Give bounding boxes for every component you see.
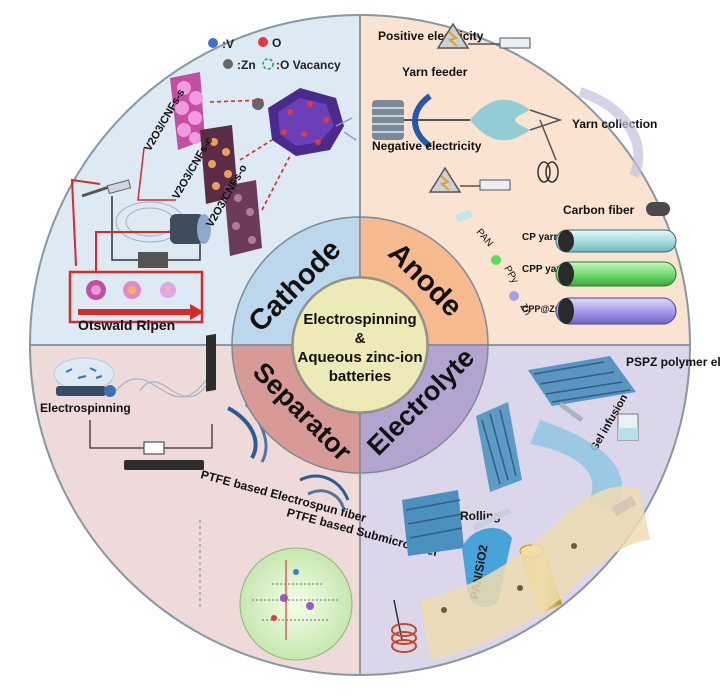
separator-film-icon [124, 460, 204, 470]
mechanism-circle [239, 547, 353, 661]
yarn-collection-label: Yarn collection [572, 117, 657, 131]
spinning-jet-icon [115, 378, 207, 398]
crystal-structure-icon [252, 88, 357, 156]
cp-yarn-icon [555, 229, 677, 253]
negative-electricity-label: Negative electricity [372, 139, 482, 153]
fiber-roll-icon [402, 490, 464, 556]
fiber-dish-icon [53, 357, 115, 391]
rolling-arrow [472, 507, 512, 531]
collector-plate-icon [206, 333, 216, 392]
electrospinning-setup-icon [81, 179, 211, 268]
fiber-membrane-icon [528, 356, 636, 406]
ostwald-ripen-label: Otswald Ripen [78, 317, 175, 333]
anode-illustration: Positive electricity Yarn feeder Yarn co… [372, 22, 677, 325]
category-ring [231, 216, 489, 474]
carbon-fiber-label: Carbon fiber [563, 203, 635, 217]
carbon-fiber-icon [646, 202, 670, 216]
pspz-label: PSPZ polymer electrolyte [626, 355, 720, 369]
legend-zn-label: :Zn [237, 58, 256, 72]
gel-beaker-icon [617, 413, 639, 441]
cpp-yarn-icon [555, 261, 677, 287]
purple-nanofiber-icon [224, 180, 262, 256]
yarn-feeder-icon [372, 93, 470, 149]
legend-vacancy-label: :O Vacancy [276, 58, 341, 72]
spool-icon [537, 161, 559, 183]
o-vacancy-icon [262, 58, 274, 70]
cpp-yarn-label: CPP yarn [522, 264, 566, 275]
cppzn-yarn-icon [555, 297, 677, 325]
battery-strip-icon [420, 486, 650, 660]
yarn-feeder-label: Yarn feeder [402, 65, 468, 79]
center-title-line1: Electrospinning [303, 311, 416, 328]
ptfe-submicro-icon [299, 474, 350, 511]
ring-cathode-segment [231, 216, 361, 346]
cppzn-yarn-label: CPP@Zn yarn [522, 304, 582, 314]
electrospinning-label: Electrospinning [40, 401, 131, 415]
transformation-arrows [209, 99, 291, 211]
zn-atom-icon [223, 59, 233, 69]
electrolyte-illustration: PSPZ polymer electrolyte Gel infusion Ro… [391, 355, 720, 660]
center-title-line2: & [355, 330, 366, 347]
funnel-collector-icon [470, 99, 563, 141]
orange-nanofiber-icon [200, 125, 238, 204]
gel-infusion-arrow [558, 401, 584, 423]
fiber-bundle-icon [476, 402, 522, 492]
center-circle [292, 277, 428, 413]
pink-nanofiber-icon [170, 72, 205, 150]
ring-anode-segment [359, 216, 489, 346]
syringe-pump-icon [56, 385, 116, 397]
zn-dot-icon [509, 291, 519, 301]
legend-o-label: O [272, 36, 281, 50]
v-atom-icon [208, 38, 218, 48]
syringe-bottom-icon [479, 179, 511, 191]
positive-electricity-label: Positive electricity [378, 29, 484, 43]
ring-electrolyte-segment [359, 344, 489, 474]
legend-v-label: :V [222, 37, 234, 51]
center-title-line4: batteries [329, 368, 392, 385]
ppy-dot-icon [491, 255, 501, 265]
ring-separator-segment [231, 344, 361, 474]
ostwald-ripening-box: Otswald Ripen [68, 178, 204, 333]
zn-label: Zn [517, 302, 532, 318]
cp-yarn-label: CP yarn [522, 232, 560, 243]
syringe-top-icon [499, 37, 531, 49]
spring-coil-icon [391, 599, 417, 653]
center-title-line3: Aqueous zinc-ion [298, 349, 423, 366]
curved-arrow-icon [578, 87, 644, 179]
o-atom-icon [258, 37, 268, 47]
